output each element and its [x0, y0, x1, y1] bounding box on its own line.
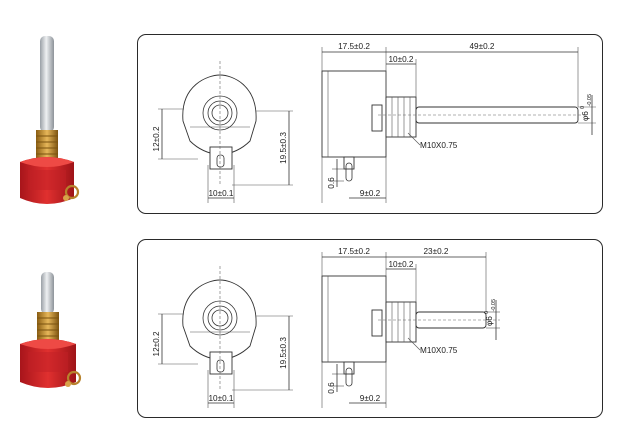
- side-view: [321, 252, 500, 408]
- bushing-length-label: 10±0.2: [389, 55, 414, 64]
- thread-label: M10X0.75: [420, 141, 458, 150]
- height-overall-label: 19.5±0.3: [279, 132, 288, 164]
- shaft-tol-upper: 0: [484, 311, 490, 314]
- height-left-label: 12±0.2: [152, 331, 161, 356]
- shaft-length-label: 23±0.2: [424, 247, 449, 256]
- shaft-tol-lower: -0.05: [587, 94, 593, 107]
- terminal-thickness-label: 0.6: [327, 177, 336, 189]
- shaft-tol-lower: -0.05: [491, 299, 497, 312]
- terminal-offset-label: 9±0.2: [360, 394, 381, 403]
- potentiometer-photo-long-shaft: [8, 30, 98, 220]
- dimension-drawing-short-shaft: 12±0.2 19.5±0.3 10±0.1: [137, 239, 603, 418]
- height-overall-label: 19.5±0.3: [279, 337, 288, 369]
- shaft-diameter-label: φ6 0 -0.05: [577, 94, 593, 121]
- terminal-spacing-label: 10±0.1: [209, 394, 234, 403]
- front-view: [158, 266, 293, 408]
- dimension-drawing-long-shaft: 12±0.2 19.5±0.3 10±0.1: [137, 34, 603, 214]
- side-view: [321, 47, 596, 203]
- shaft-diameter-label: φ6 0 -0.05: [481, 299, 497, 326]
- terminal-thickness-label: 0.6: [327, 382, 336, 394]
- terminal-spacing-label: 10±0.1: [209, 189, 234, 198]
- width-overall-label: 17.5±0.2: [338, 247, 370, 256]
- bushing-length-label: 10±0.2: [389, 260, 414, 269]
- height-left-label: 12±0.2: [152, 126, 161, 151]
- front-view: [158, 61, 293, 203]
- shaft-length-label: 49±0.2: [470, 42, 495, 51]
- shaft-diameter-value: φ6: [581, 111, 590, 121]
- terminal-offset-label: 9±0.2: [360, 189, 381, 198]
- shaft-diameter-value: φ6: [485, 316, 494, 326]
- thread-label: M10X0.75: [420, 346, 458, 355]
- potentiometer-photo-short-shaft: [8, 262, 98, 412]
- width-overall-label: 17.5±0.2: [338, 42, 370, 51]
- shaft-tol-upper: 0: [580, 106, 586, 109]
